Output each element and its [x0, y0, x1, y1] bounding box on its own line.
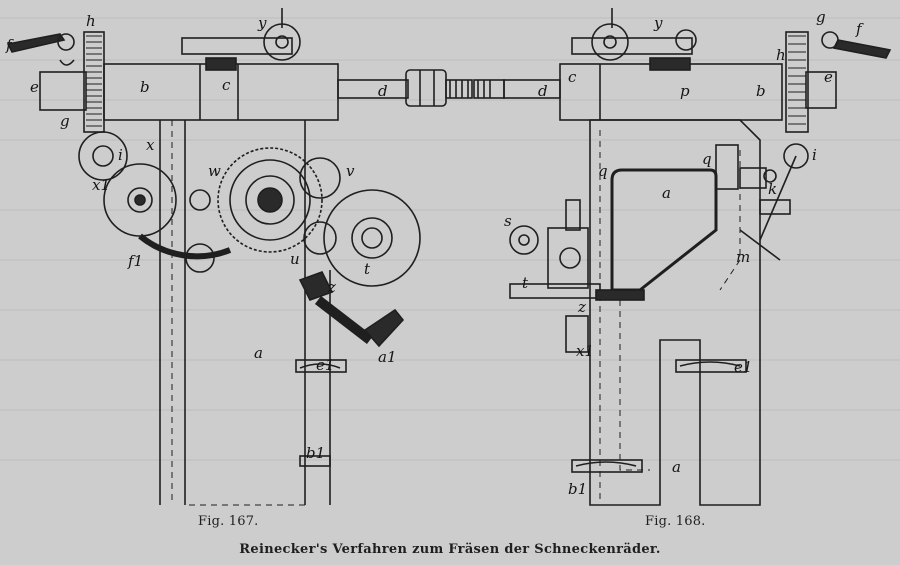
label-d: d [378, 82, 388, 100]
label-y-168: y [653, 14, 663, 32]
label-w: w [208, 162, 221, 180]
label-a1: a1 [378, 348, 397, 366]
figure-168-caption: Fig. 168. [645, 514, 706, 529]
label-t: t [364, 260, 371, 278]
bleed-through-text [0, 17, 900, 461]
label-c-168: c [568, 68, 577, 86]
label-b-168: b [756, 82, 766, 100]
label-a-168: a [662, 184, 671, 202]
figure-167-labels: f h e g b c y d x i x1 w v u f1 t z a a1… [5, 12, 397, 462]
label-a: a [254, 344, 263, 362]
label-t-168: t [522, 274, 529, 292]
label-y: y [257, 14, 267, 32]
plate-caption: Reinecker's Verfahren zum Fräsen der Sch… [239, 542, 661, 557]
label-u: u [290, 250, 300, 268]
label-a-low-168: a [672, 458, 681, 476]
label-s-168: s [504, 212, 512, 230]
label-f-168: f [855, 20, 864, 38]
label-g: g [60, 112, 70, 130]
label-h: h [86, 12, 96, 30]
label-x1-168: x1 [576, 342, 594, 360]
label-b1: b1 [306, 444, 325, 462]
label-f: f [5, 36, 14, 54]
label-d-168: d [538, 82, 548, 100]
figure-167-caption: Fig. 167. [198, 514, 259, 529]
label-v: v [346, 162, 355, 180]
label-e1-168: e1 [734, 358, 752, 376]
label-e: e [30, 78, 39, 96]
label-p-168: p [680, 82, 690, 100]
label-z-168: z [577, 298, 586, 316]
label-b1-168: b1 [568, 480, 587, 498]
label-h-168: h [776, 46, 786, 64]
label-q2-168: q [702, 150, 712, 168]
label-x: x [146, 136, 155, 154]
label-c: c [222, 76, 231, 94]
label-m-168: m [736, 248, 750, 266]
label-x1: x1 [92, 176, 110, 194]
label-b: b [140, 78, 150, 96]
label-q1-168: q [598, 162, 608, 180]
label-z: z [327, 278, 336, 296]
label-e1: e1 [316, 356, 334, 374]
label-i-168: i [812, 146, 817, 164]
label-g-168: g [816, 8, 826, 26]
label-e-168: e [824, 68, 833, 86]
label-i: i [118, 146, 123, 164]
figure-167-drawing [6, 8, 473, 506]
figure-168-labels: y c d p b g f h e i q q a s t z x1 k m e… [504, 8, 864, 498]
label-k-168: k [768, 180, 777, 198]
figure-168-drawing [473, 8, 892, 506]
label-f1: f1 [127, 252, 143, 270]
